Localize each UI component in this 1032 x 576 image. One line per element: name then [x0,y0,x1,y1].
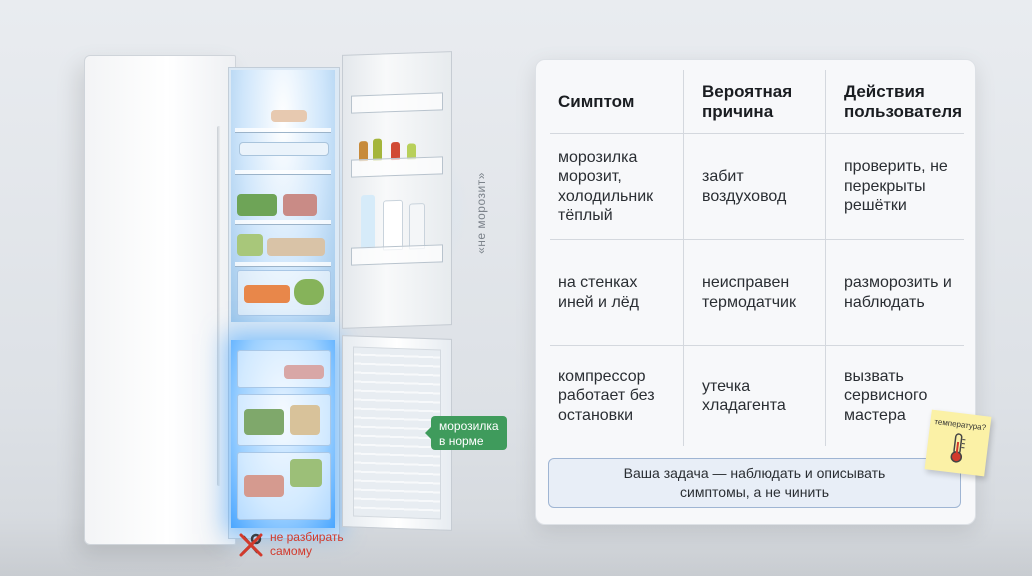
door-bin [351,92,443,114]
frozen-meat [284,365,324,379]
frozen-vegetables [244,409,284,435]
freezer-compartment [231,340,335,528]
fridge-interior [228,67,340,539]
table-row: морозилка морозит, холодильник тёплый за… [550,134,964,240]
action-cell: разморозить и наблюдать [825,240,964,345]
symptoms-table: Симптом Вероятная причина Действия польз… [550,70,964,446]
fridge-handle [217,126,221,486]
door-bin [351,244,443,266]
freezer-drawer [237,452,331,520]
no-tools-icon [239,533,263,557]
vegetables [237,234,263,256]
vegetable-drawer [237,270,331,316]
task-note: Ваша задача — наблюдать и описывать симп… [548,458,961,508]
milk-bottle [383,199,403,251]
fridge-illustration [80,45,470,555]
symptom-cell: компрессор работает без остановки [558,367,655,424]
water-bottle [361,194,375,250]
carrots [244,285,290,303]
shelf [235,220,331,225]
freezer-status-tag: морозилка в норме [425,416,507,450]
freezer-tag-line: в норме [439,434,484,448]
frozen-food [290,459,322,487]
table-row: компрессор работает без остановки утечка… [550,346,964,446]
warning-line: самому [270,544,312,558]
sticky-note: температура? [924,409,992,477]
door-bin [351,156,443,178]
fresh-compartment [231,70,335,322]
jar [373,138,382,161]
cause-cell: забит воздуховод [683,134,825,239]
food-container [267,238,325,256]
fridge-body [84,55,236,545]
shelf [235,170,331,175]
warning: не разбирать самому [236,530,360,560]
header-symptom: Симптом [558,91,635,111]
sticky-text: температура? [933,416,987,433]
table-row: на стенках иней и лёд неисправен термода… [550,240,964,346]
carton [409,203,425,250]
side-note: «не морозит» [460,160,500,270]
action-cell: проверить, не перекрыты решётки [825,134,964,239]
frozen-meat [244,475,284,497]
cake [271,110,307,122]
action-cell: вызвать сервисного мастера [825,346,964,446]
warning-text: не разбирать самому [270,530,360,558]
cause-cell: утечка хладагента [683,346,825,446]
cabbage [294,279,324,305]
salad-box [237,194,277,216]
shelf [235,262,331,267]
shelf [235,128,331,133]
freezer-drawer [237,350,331,388]
header-action: Действия пользователя [825,70,964,133]
warning-line: не разбирать [270,530,344,544]
table-header: Симптом Вероятная причина Действия польз… [550,70,964,134]
side-note-text: «не морозит» [474,172,488,254]
freezer-tag-line: морозилка [439,419,499,433]
food-container [283,194,317,216]
symptoms-card: Симптом Вероятная причина Действия польз… [535,59,976,525]
frozen-food [290,405,320,435]
header-cause: Вероятная причина [683,70,825,133]
fridge-door [342,51,452,329]
cause-cell: неисправен термодатчик [683,240,825,345]
egg-tray [239,142,329,156]
freezer-drawer [237,394,331,446]
symptom-cell: морозилка морозит, холодильник тёплый [558,148,654,225]
symptom-cell: на стенках иней и лёд [558,274,640,311]
thermometer-icon [950,433,966,463]
